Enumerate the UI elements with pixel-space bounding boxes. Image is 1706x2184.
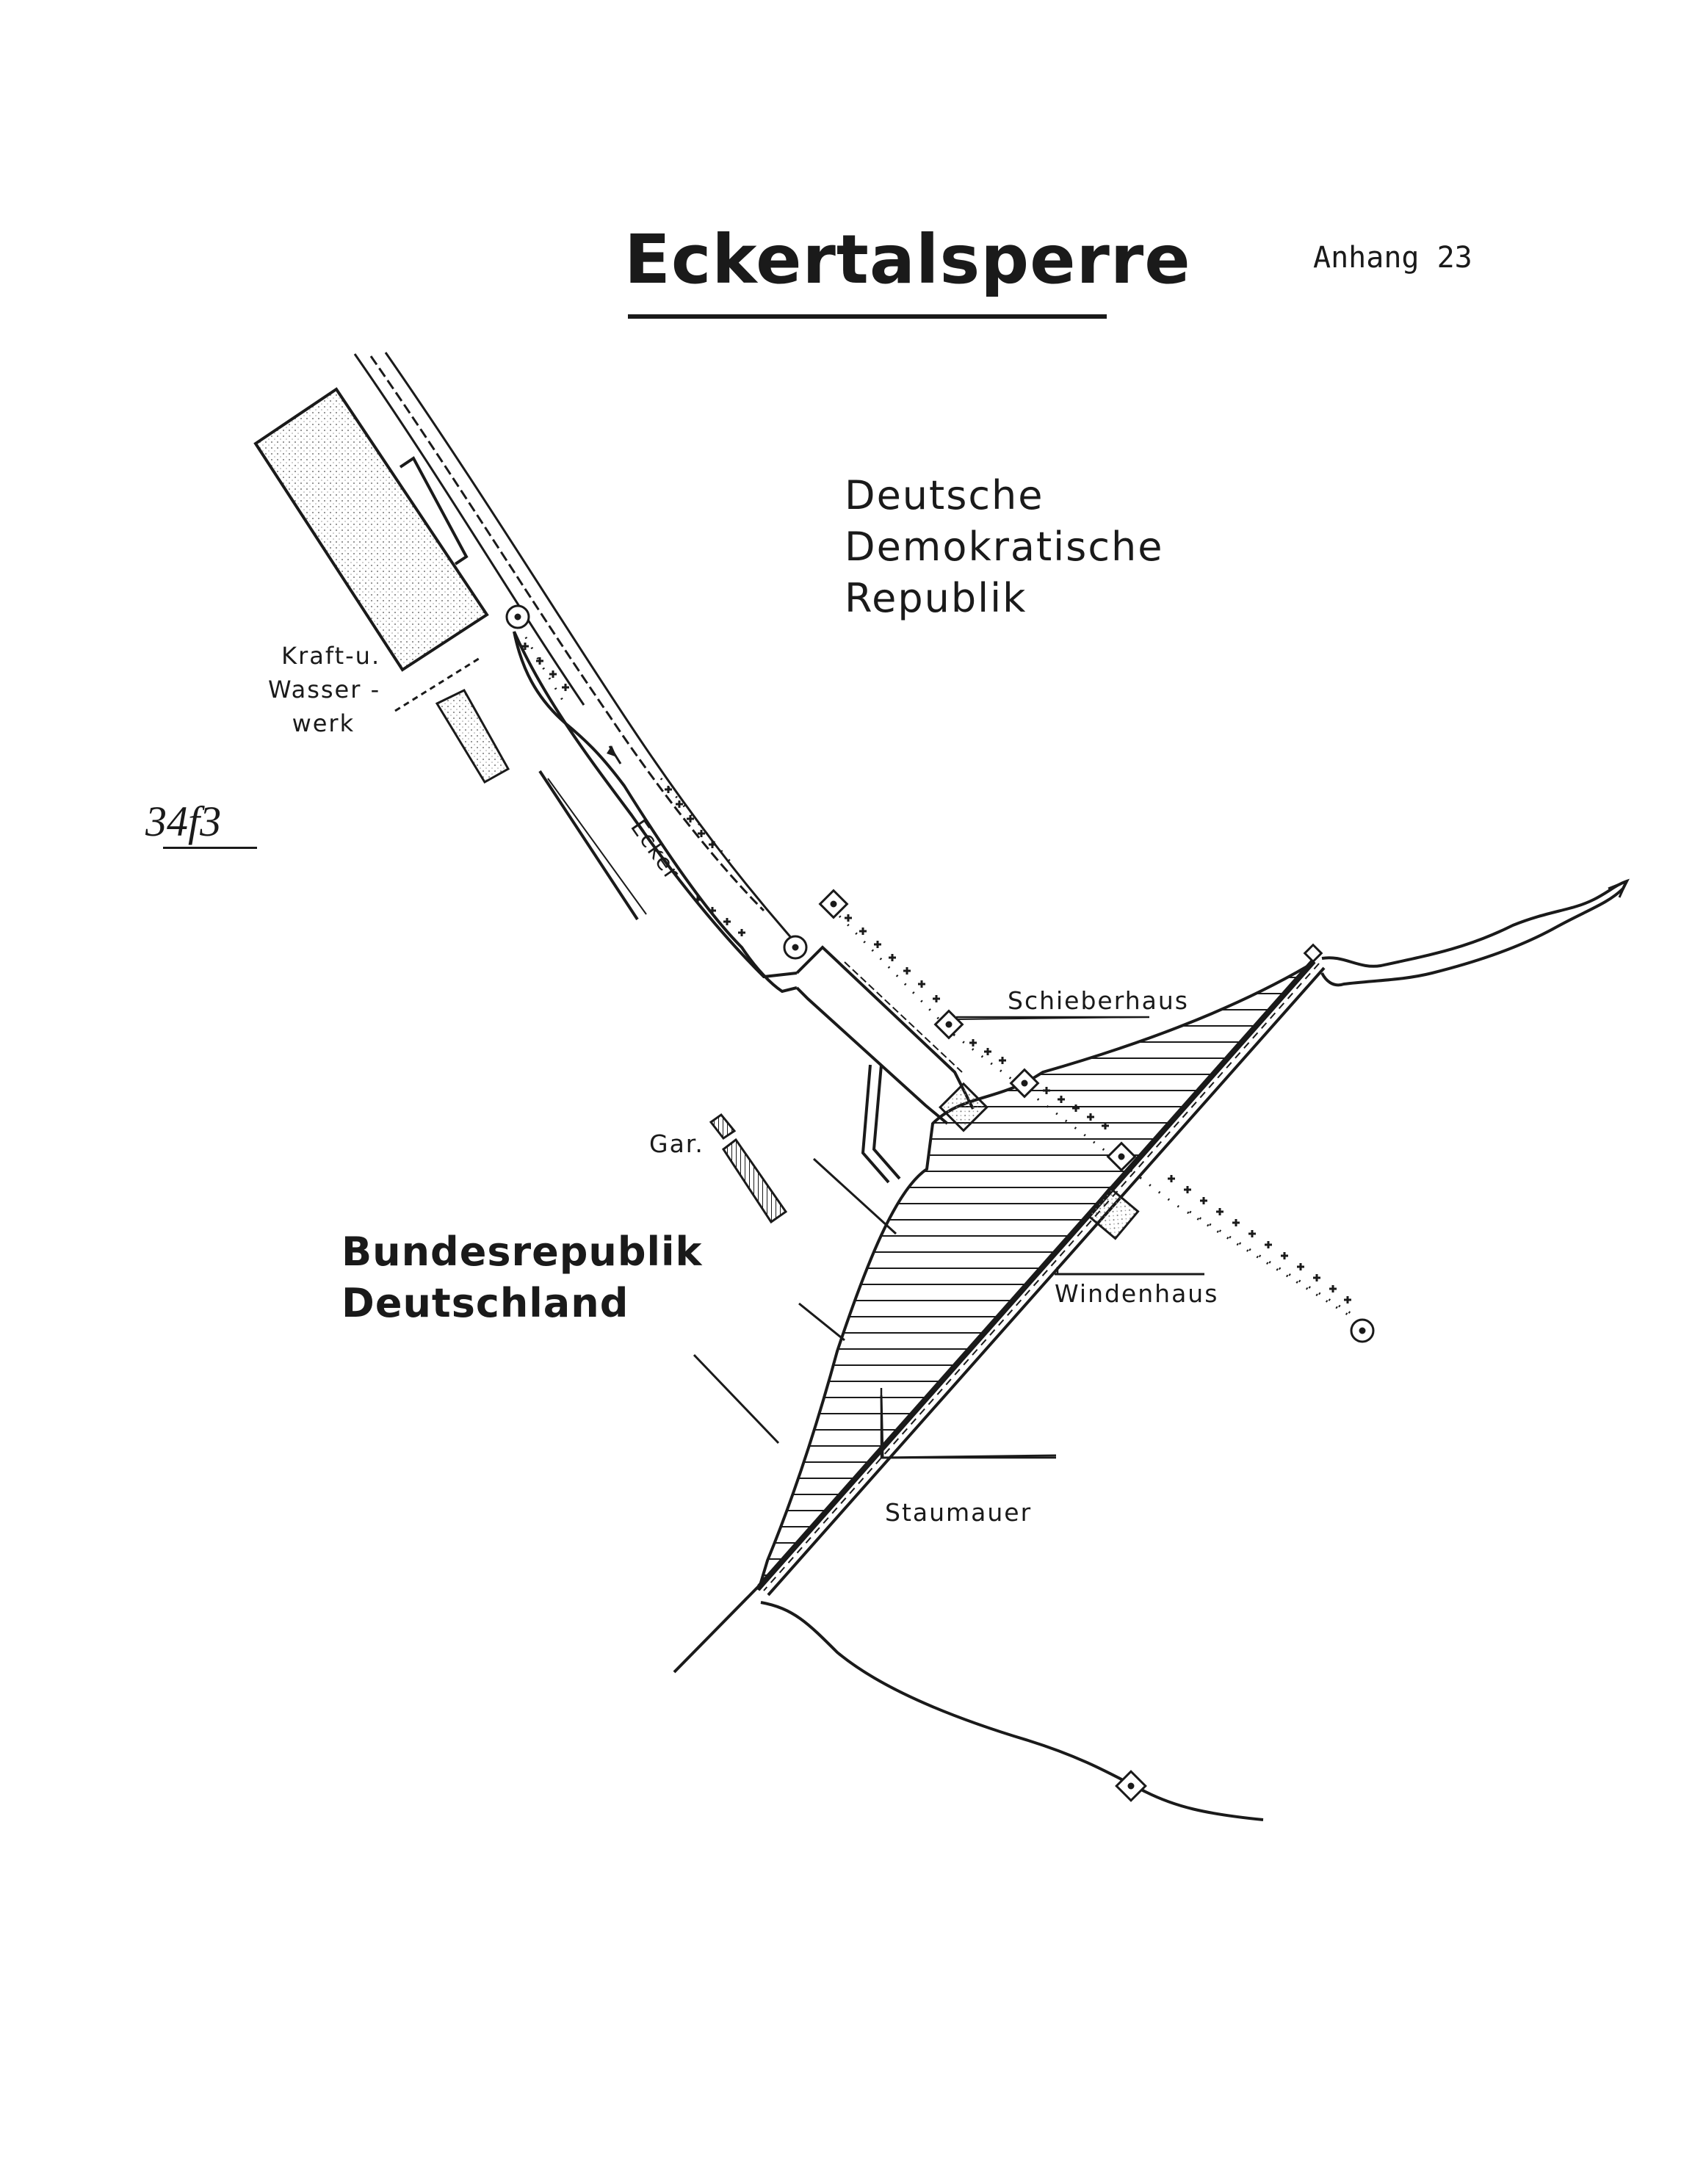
reservoir-shore-south xyxy=(760,1601,1264,1821)
border-line xyxy=(513,616,1359,1320)
region-gdr-line1: Deutsche xyxy=(845,472,1044,518)
stone-3 xyxy=(1350,1318,1375,1343)
label-power-plant-line1: Kraft-u. xyxy=(281,642,381,670)
label-leaders xyxy=(880,1016,1204,1459)
power-plant-building xyxy=(253,387,489,672)
valley-road xyxy=(353,352,795,941)
small-building xyxy=(435,689,510,784)
label-power-plant-line2: Wasser - xyxy=(268,676,381,704)
stone-2 xyxy=(783,935,808,960)
label-power-plant-line3: werk xyxy=(292,709,355,737)
reservoir-shore-north xyxy=(1320,878,1630,987)
appendix-label: Anhang 23 xyxy=(1313,241,1472,275)
garage-building xyxy=(709,1113,788,1224)
label-power-plant: Kraft-u. Wasser - werk xyxy=(268,639,380,740)
label-gate-house: Schieberhaus xyxy=(1008,986,1189,1015)
winch-house xyxy=(1085,1186,1140,1240)
region-gdr-line2: Demokratische xyxy=(845,524,1164,570)
region-gdr-line3: Republik xyxy=(845,575,1027,621)
marker-3 xyxy=(1009,1068,1040,1099)
kraftwerk-leader xyxy=(394,656,482,712)
stone-1 xyxy=(505,604,530,629)
marker-5 xyxy=(1115,1770,1147,1802)
gate-house xyxy=(939,1082,988,1132)
archive-number: 34f3 xyxy=(145,798,222,845)
dam-body-hatched xyxy=(757,961,1316,1591)
label-garage: Gar. xyxy=(649,1129,704,1158)
region-label-gdr: Deutsche Demokratische Republik xyxy=(845,470,1163,624)
region-frg-line2: Deutschland xyxy=(341,1280,629,1326)
region-frg-line1: Bundesrepublik xyxy=(341,1229,703,1275)
border-segment-north xyxy=(513,616,567,706)
marker-2 xyxy=(933,1009,964,1040)
label-dam-wall: Staumauer xyxy=(885,1498,1033,1527)
border-marker-icon xyxy=(818,889,1147,1802)
archive-number-underline xyxy=(163,847,257,849)
region-label-frg: Bundesrepublik Deutschland xyxy=(341,1226,702,1329)
river-ecker xyxy=(513,631,798,994)
boundary-stone-icon xyxy=(505,604,1375,1343)
dam-crest xyxy=(673,943,1326,1674)
marker-1 xyxy=(818,889,849,919)
marker-4 xyxy=(1106,1141,1137,1172)
border-crosses xyxy=(521,643,1351,1303)
title-underline xyxy=(628,314,1107,319)
label-winch-house: Windenhaus xyxy=(1055,1279,1219,1308)
map-title: Eckertalsperre xyxy=(624,220,1191,299)
